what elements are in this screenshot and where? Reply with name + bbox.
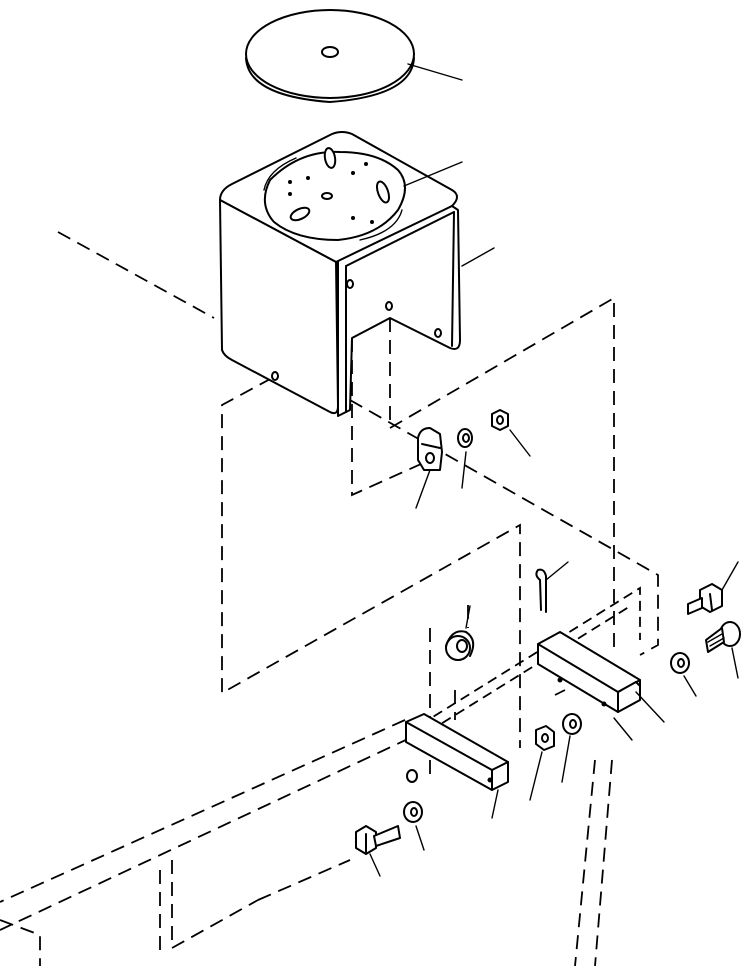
- bracket-left-angle-bracket-icon: [405, 713, 509, 819]
- nut-upper-icon: [491, 409, 531, 457]
- washer-right-icon: [670, 652, 697, 697]
- screw-right-icon: [705, 621, 741, 679]
- retaining-ring-icon: [406, 769, 418, 783]
- nut-lower-icon: [529, 725, 555, 801]
- washer-left-icon: [403, 801, 425, 851]
- cover-plate-disc-icon: [245, 9, 463, 103]
- bracket-right-angle-bracket-icon: [537, 631, 665, 741]
- seal-gasket-icon: [263, 150, 406, 241]
- grommet-icon: [445, 605, 475, 661]
- lock-washer-upper-icon: [457, 428, 473, 489]
- clip-icon: [415, 427, 443, 509]
- cotter-pin-icon: [535, 561, 569, 613]
- bolt-lower-icon: [355, 825, 401, 877]
- bolt-right-icon: [687, 561, 739, 615]
- shroud-cover-box-icon: [219, 131, 495, 417]
- washer-lower-icon: [561, 713, 582, 783]
- assembly-dashed-lines: [0, 231, 659, 966]
